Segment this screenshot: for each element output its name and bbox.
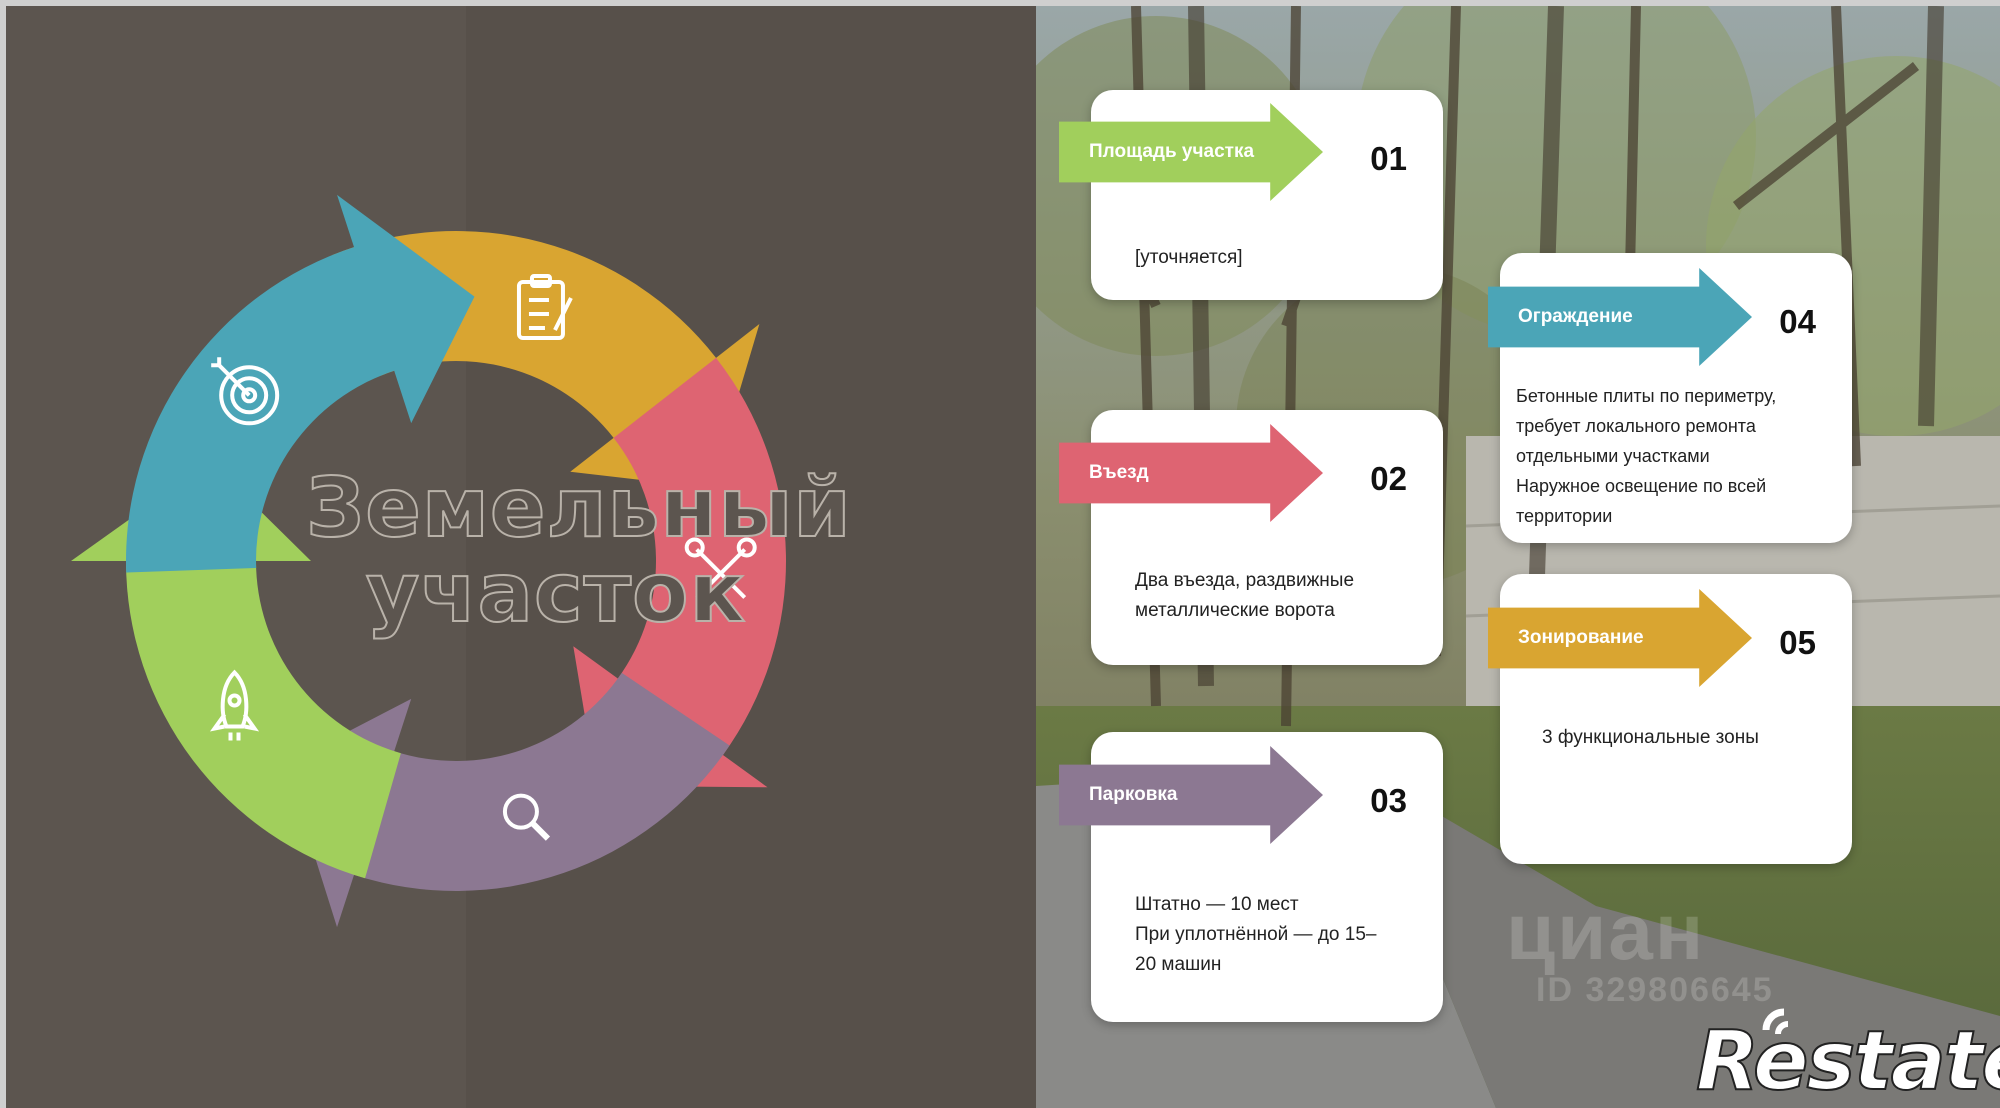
title-line-1: Земельный [305, 460, 852, 557]
cycle-arrow [126, 194, 475, 573]
slide: Земельный участок [6, 6, 2000, 1108]
ribbon-label: Въезд [1089, 462, 1149, 483]
card-plot-area: 01 [уточняется] [1091, 90, 1443, 300]
card-body: Штатно — 10 мест При уплотнённой — до 15… [1135, 894, 1377, 975]
rocket-icon [209, 669, 260, 741]
target-icon [211, 357, 280, 426]
card-number: 02 [1370, 460, 1407, 497]
ribbon-label: Ограждение [1518, 306, 1633, 327]
search-icon [502, 793, 551, 841]
card-number: 05 [1779, 624, 1816, 661]
restate-logo: Restate [1695, 1006, 2000, 1108]
card-number: 01 [1370, 140, 1407, 177]
cycle-diagram [71, 194, 786, 928]
card-body: [уточняется] [1135, 247, 1243, 268]
watermark-brand: циан [1506, 887, 1706, 976]
watermark-id: ID 329806645 [1536, 971, 1774, 1009]
card-number: 04 [1779, 303, 1816, 340]
checklist-icon [516, 273, 573, 340]
tools-icon [684, 537, 757, 599]
title-line-2: участок [365, 545, 747, 642]
card-body: Два въезда, раздвижные металлические вор… [1135, 570, 1355, 621]
logo-signal-icon [1762, 1008, 1789, 1035]
card-number: 03 [1370, 782, 1407, 819]
cycle-panel: Земельный участок [6, 6, 1036, 1108]
logo-text: Restate [1695, 1013, 2000, 1108]
ribbon-label: Зонирование [1518, 627, 1644, 648]
ribbon-label: Парковка [1089, 784, 1178, 805]
ribbon-label: Площадь участка [1089, 141, 1255, 162]
card-body: 3 функциональные зоны [1542, 727, 1759, 748]
card-body: Бетонные плиты по периметру, требует лок… [1516, 386, 1777, 526]
